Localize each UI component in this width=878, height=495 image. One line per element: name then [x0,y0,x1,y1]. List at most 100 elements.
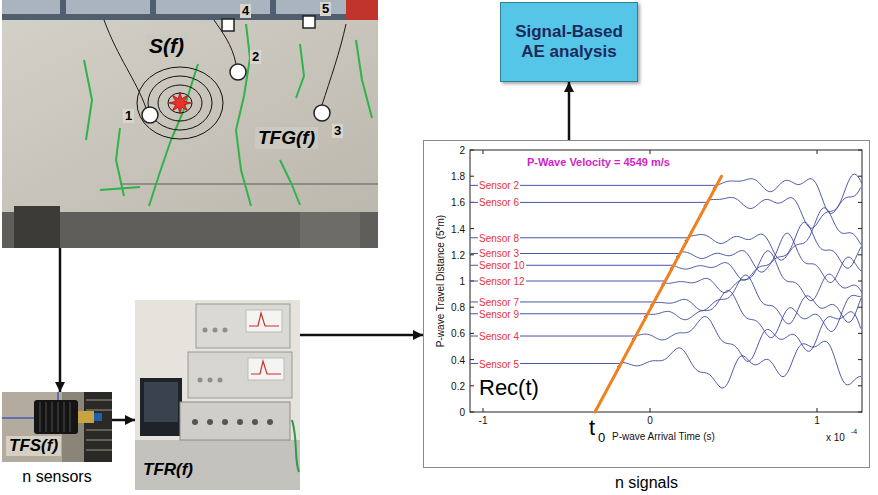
art-shape [214,20,236,64]
art-shape [208,378,213,383]
sensor-wires [104,20,346,108]
art-shape [300,212,360,248]
art-group [40,402,70,432]
art-shape [57,392,58,400]
source-spectrum: S(f) [146,34,187,58]
flow-arrow [59,248,62,392]
art-shape [63,402,65,432]
process-box: Signal-Based AE analysis [500,2,638,82]
sensor-label: Sensor 9 [478,308,520,319]
art-shape [2,0,378,20]
source-star [169,92,191,114]
art-shape [86,440,112,441]
art-shape [100,187,140,190]
art-shape [207,419,213,425]
art-shape [230,64,246,80]
sensor-label: Sensor 5 [478,358,520,369]
art-shape [470,333,474,334]
art-shape [423,140,870,468]
tick-label: x 10 [826,432,845,443]
art-shape [223,328,228,333]
art-shape [2,392,112,462]
art-shape [2,417,34,418]
art-shape [483,408,484,412]
chart-art [423,140,870,468]
callout-number: 2 [250,50,261,64]
transfer-function: TFS(f) [6,436,61,456]
art-shape [158,85,202,121]
photo-caption: n sensors [22,468,91,486]
art-shape [636,312,861,362]
art-shape [45,402,47,432]
art-group [192,419,273,425]
art-shape [86,410,112,411]
art-shape [86,400,112,401]
art-shape [222,19,234,31]
art-shape [674,233,862,282]
art-shape [483,150,484,154]
art-shape [188,352,292,398]
sensor-label: Sensor 7 [478,296,520,307]
art-shape [222,419,228,425]
tick-label: 1 [814,415,820,426]
beam-photo: S(f)TFG(f) [2,0,378,248]
instrument-photo-art [135,300,300,490]
sensor-symbols [142,16,330,123]
art-shape [251,361,281,374]
art-group [86,400,112,450]
art-shape [69,402,71,432]
tick-label: 1.4 [451,223,465,234]
art-shape [292,420,299,472]
art-shape [142,107,158,123]
flow-arrow [300,334,423,337]
art-shape [470,228,474,229]
tick-label: 0 [647,415,653,426]
art-shape [858,281,862,282]
wave-contours [137,67,223,139]
art-shape [180,402,290,440]
art-shape [198,378,203,383]
axis-title: P-wave Arrival Time (s) [612,431,715,442]
sensor-label: Sensor 12 [478,276,526,287]
signal-symbol: Rec(t) [479,375,539,400]
art-shape [218,378,223,383]
time-symbol: t [589,416,595,440]
art-shape [14,206,60,248]
art-shape [51,402,53,432]
time-subscript: 0 [598,431,605,445]
tick-label: -1 [479,415,488,426]
art-shape [470,412,474,413]
velocity-note: P-Wave Velocity = 4549 m/s [527,156,670,168]
art-shape [203,328,208,333]
art-shape [116,128,124,196]
art-shape [144,382,178,422]
art-shape [817,408,818,412]
callout-number: 3 [332,124,343,138]
art-shape [104,20,146,108]
art-shape [196,304,290,348]
art-shape [470,150,474,151]
art-shape [280,160,300,205]
art-shape [2,0,378,248]
tick-label: 2 [459,145,465,156]
flow-arrow [112,419,135,422]
art-shape [470,359,474,360]
art-shape [86,430,112,431]
art-shape [621,341,861,388]
art-shape [252,419,258,425]
art-shape [648,291,861,338]
art-shape [858,412,862,413]
art-group [198,328,228,383]
art-shape [60,0,66,20]
process-text: Signal-Based AE analysis [507,22,631,63]
art-shape [120,183,378,184]
tick-label: 0.4 [451,354,465,365]
art-shape [246,310,282,332]
tick-label: 1.6 [451,197,465,208]
art-shape [858,202,862,203]
art-shape [39,402,41,432]
art-shape [86,450,112,451]
art-shape [470,176,474,177]
art-shape [650,150,651,154]
art-shape [192,419,198,425]
